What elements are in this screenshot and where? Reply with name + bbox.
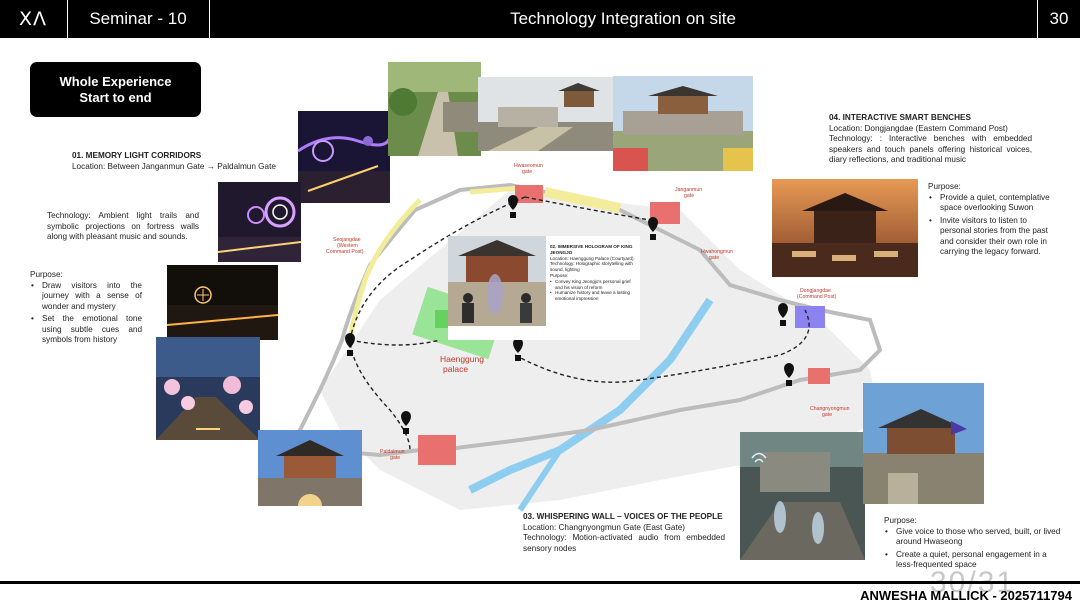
pill-line-2: Start to end	[79, 89, 152, 105]
section1-technology: Technology: Ambient light trails and sym…	[47, 211, 199, 241]
section2-location: Location: Haenggung Palace (Courtyard)	[550, 255, 634, 261]
title-bar: XΛ Seminar - 10 Technology Integration o…	[0, 0, 1080, 38]
king-jeongjo-hologram-photo	[448, 236, 546, 326]
light-corridor-photo-4	[156, 337, 260, 440]
experience-pill: Whole Experience Start to end	[30, 62, 201, 117]
section1-heading: 01. MEMORY LIGHT CORRIDORS	[72, 151, 202, 160]
light-corridor-photo-1	[298, 111, 390, 203]
hwaseomun-gate-marker	[515, 185, 543, 203]
section1-purpose: Purpose: Draw visitors into the journey …	[30, 270, 142, 346]
section1-header: 01. MEMORY LIGHT CORRIDORS Location: Bet…	[72, 151, 287, 172]
fortress-wall-path-photo	[388, 62, 481, 156]
slide-title: Technology Integration on site	[510, 9, 736, 28]
section3-purpose: Purpose: Give voice to those who served,…	[884, 516, 1064, 571]
section2-purpose-label: Purpose:	[550, 272, 569, 278]
section3-technology: Technology: Motion-activated audio from …	[523, 533, 725, 553]
section2-text: 02. IMMERSIVE HOLOGRAM OF KING JEONGJO L…	[550, 244, 636, 302]
fortress-gate-photo	[478, 77, 613, 151]
light-corridor-photo-3	[167, 265, 278, 340]
light-corridor-photo-2	[218, 182, 301, 262]
whispering-wall-photo	[740, 432, 865, 560]
header-divider	[1037, 0, 1038, 38]
changnyongmun-gate-photo	[863, 383, 984, 504]
section3-location: Location: Changnyongmun Gate (East Gate)	[523, 522, 686, 532]
section4-purpose-item: Provide a quiet, contemplative space ove…	[928, 193, 1055, 214]
section1-purpose-item: Set the emotional tone using subtle cues…	[30, 314, 142, 346]
section4-location: Location: Dongjangdae (Eastern Command P…	[829, 123, 1008, 133]
changnyongmun-gate-marker	[808, 368, 830, 384]
pill-line-1: Whole Experience	[59, 73, 172, 89]
section3-purpose-item: Create a quiet, personal engagement in a…	[884, 550, 1064, 571]
header-divider	[67, 0, 68, 38]
section4-header: 04. INTERACTIVE SMART BENCHES Location: …	[829, 113, 1032, 166]
paldalmun-gate-marker	[418, 435, 456, 465]
section2-purpose-item: Humanize history and leave a lasting emo…	[550, 290, 636, 302]
header-divider	[209, 0, 210, 38]
section2-heading: 02. IMMERSIVE HOLOGRAM OF KING JEONGJO	[550, 244, 633, 255]
seminar-label: Seminar - 10	[89, 9, 187, 28]
author-credit: ANWESHA MALLICK - 2025711794	[860, 588, 1072, 603]
section4-technology: Technology: : Interactive benches with e…	[829, 134, 1032, 164]
logo: XΛ	[18, 8, 47, 30]
section3-text: 03. WHISPERING WALL – VOICES OF THE PEOP…	[523, 512, 725, 554]
section1-purpose-item: Draw visitors into the journey with a se…	[30, 281, 142, 313]
section2-technology: Technology: Holographic storytelling wit…	[550, 261, 633, 273]
page-number: 30	[1049, 9, 1069, 28]
section4-purpose: Purpose: Provide a quiet, contemplative …	[928, 182, 1055, 258]
section2-purpose-item: Convey King Jeongjo's personal grief and…	[550, 279, 636, 291]
dongjangdae-bench-marker	[795, 306, 825, 328]
footer-rule	[0, 581, 1080, 584]
dongjangdae-label: Dongjangdae(Command Post)	[797, 288, 836, 300]
section1-location: Location: Between Janganmun Gate → Palda…	[72, 161, 276, 171]
section3-purpose-label: Purpose:	[884, 516, 917, 525]
paldalmun-gate-photo	[258, 430, 362, 506]
section4-purpose-item: Invite visitors to listen to personal st…	[928, 216, 1055, 258]
janganmun-gate-marker	[650, 202, 680, 224]
fortress-pavilion-photo	[613, 76, 753, 171]
section1-purpose-label: Purpose:	[30, 270, 63, 279]
section4-purpose-label: Purpose:	[928, 182, 961, 191]
section4-heading: 04. INTERACTIVE SMART BENCHES	[829, 113, 971, 122]
section3-heading: 03. WHISPERING WALL – VOICES OF THE PEOP…	[523, 512, 723, 521]
smart-bench-photo	[772, 179, 918, 277]
section3-purpose-item: Give voice to those who served, built, o…	[884, 527, 1064, 548]
